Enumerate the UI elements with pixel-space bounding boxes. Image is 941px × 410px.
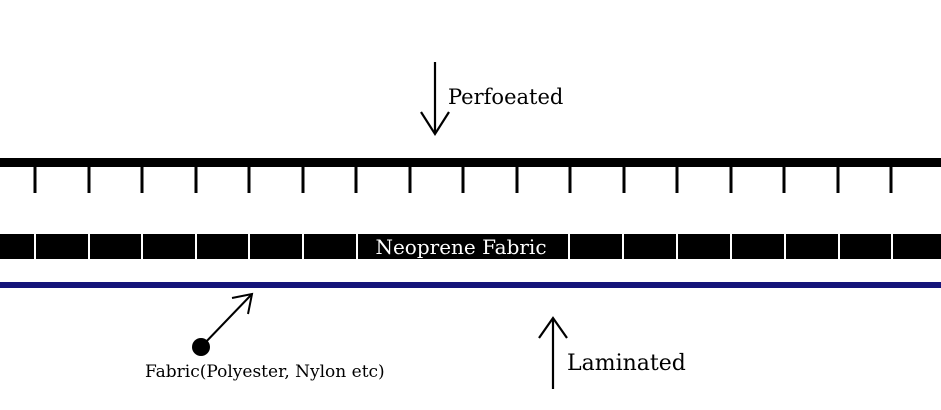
perforation-tick [515,166,519,193]
perforation-tick [461,166,465,193]
perforation-tick [568,166,572,193]
neoprene-block [304,234,356,259]
perforation-tick [675,166,679,193]
neoprene-block [143,234,195,259]
neoprene-block [90,234,141,259]
perforation-tick [622,166,626,193]
neoprene-block [840,234,891,259]
neoprene-block [250,234,302,259]
arrow-diagonal-icon [201,292,254,347]
dot-icon [192,338,210,356]
perforation-tick [247,166,251,193]
perforation-tick [87,166,91,193]
neoprene-block [893,234,941,259]
perforated-label: Perfoeated [448,85,563,109]
neoprene-block [0,234,34,259]
fabric-layer [0,282,941,288]
arrow-up-icon [538,316,568,389]
neoprene-block [678,234,730,259]
neoprene-block [197,234,248,259]
perforation-tick [889,166,893,193]
neoprene-block [36,234,88,259]
neoprene-block [358,234,568,259]
perforation-tick [33,166,37,193]
neoprene-block [786,234,838,259]
arrow-down-icon [420,62,450,137]
perforated-layer [0,158,941,167]
perforation-tick [782,166,786,193]
perforation-tick [140,166,144,193]
fabric-label: Fabric(Polyester, Nylon etc) [145,362,385,382]
neoprene-block [624,234,676,259]
perforation-tick [301,166,305,193]
neoprene-block [732,234,784,259]
neoprene-label: Neoprene Fabric [375,235,546,259]
perforation-ticks [33,166,893,193]
perforation-tick [354,166,358,193]
perforation-tick [836,166,840,193]
perforation-tick [194,166,198,193]
laminated-label: Laminated [567,351,686,376]
neoprene-block [570,234,622,259]
perforation-tick [408,166,412,193]
perforation-tick [729,166,733,193]
neoprene-layer [0,234,941,259]
